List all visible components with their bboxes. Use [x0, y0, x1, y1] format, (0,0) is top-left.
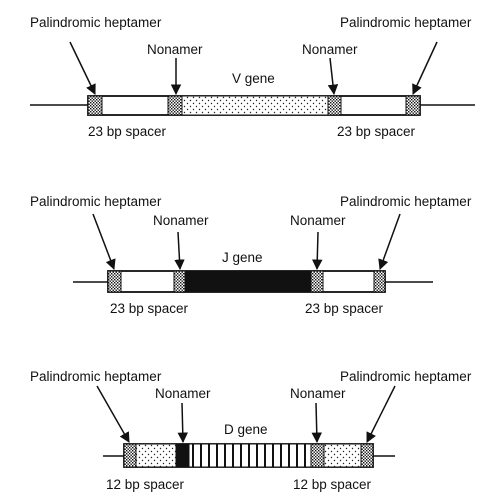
heptamer-right-label: Palindromic heptamer	[340, 369, 472, 384]
spacer-right-label: 23 bp spacer	[305, 301, 384, 316]
nonamer-right-label: Nonamer	[290, 386, 346, 401]
j-gene-block	[184, 270, 312, 293]
heptamer-left-block	[107, 270, 122, 293]
arrow-heptamer-right	[366, 385, 396, 443]
heptamer-right-block	[405, 95, 421, 116]
nonamer-right-label: Nonamer	[290, 213, 346, 228]
nonamer-left-block	[175, 443, 190, 468]
heptamer-right-label: Palindromic heptamer	[340, 194, 472, 209]
spacer-right-block	[323, 443, 362, 468]
heptamer-left-label: Palindromic heptamer	[30, 15, 162, 30]
nonamer-right-block	[310, 270, 324, 293]
heptamer-left-label: Palindromic heptamer	[30, 194, 162, 209]
arrow-heptamer-left	[96, 385, 130, 443]
heptamer-right-block	[373, 270, 386, 293]
nonamer-left-label: Nonamer	[153, 213, 209, 228]
nonamer-left-label: Nonamer	[147, 42, 203, 57]
d-gene-block	[188, 443, 312, 468]
nonamer-right-label: Nonamer	[302, 42, 358, 57]
arrow-heptamer-left	[69, 41, 96, 95]
gene-label: J gene	[222, 250, 263, 265]
spacer-left-block	[135, 443, 177, 468]
heptamer-right-label: Palindromic heptamer	[340, 15, 472, 30]
heptamer-left-block	[123, 443, 137, 468]
v-gene-block	[181, 95, 329, 116]
nonamer-left-label: Nonamer	[155, 386, 211, 401]
gene-label: V gene	[232, 71, 275, 86]
spacer-left-label: 23 bp spacer	[110, 301, 189, 316]
heptamer-right-block	[360, 443, 374, 468]
arrow-heptamer-right	[412, 41, 438, 95]
arrow-heptamer-right	[378, 213, 401, 270]
heptamer-left-label: Palindromic heptamer	[30, 369, 162, 384]
nonamer-left-block	[173, 270, 186, 293]
spacer-right-label: 23 bp spacer	[337, 124, 416, 139]
arrow-nonamer-left	[174, 231, 185, 271]
spacer-right-label: 12 bp spacer	[293, 477, 372, 492]
nonamer-left-block	[167, 95, 183, 116]
arrow-nonamer-right	[327, 57, 339, 96]
spacer-left-label: 12 bp spacer	[106, 477, 185, 492]
j-gene-diagram: Palindromic heptamer Palindromic heptame…	[30, 194, 472, 316]
nonamer-right-block	[310, 443, 325, 468]
v-gene-diagram: Palindromic heptamer Palindromic heptame…	[30, 15, 475, 139]
arrow-nonamer-left	[177, 402, 189, 444]
nonamer-right-block	[327, 95, 342, 116]
arrow-nonamer-right	[312, 231, 323, 271]
gene-label: D gene	[224, 422, 268, 437]
arrow-heptamer-left	[92, 213, 116, 270]
d-gene-diagram: Palindromic heptamer Palindromic heptame…	[30, 369, 472, 492]
arrow-nonamer-right	[311, 402, 323, 444]
heptamer-left-block	[87, 95, 103, 116]
spacer-left-label: 23 bp spacer	[88, 124, 167, 139]
